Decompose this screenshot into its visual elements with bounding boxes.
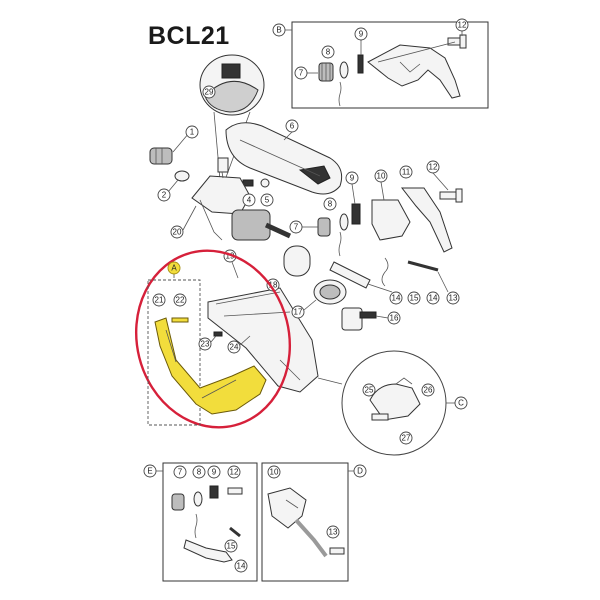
callout-label: 14	[392, 294, 401, 303]
callout-label: 18	[269, 281, 278, 290]
callout-label: 24	[230, 343, 239, 352]
barrel-part	[283, 245, 311, 277]
callout-label: 13	[329, 528, 338, 537]
zoom-bubble-29: 29	[199, 54, 265, 181]
callout-label: 20	[173, 228, 182, 237]
panel-b-callouts: 7 8 9 12	[294, 18, 469, 80]
callout-label: 27	[402, 434, 411, 443]
highlight-ring	[134, 249, 292, 429]
callout-label: 23	[201, 340, 210, 349]
panel-b-box	[291, 21, 489, 109]
clamp-part	[191, 175, 251, 215]
callout-label: 12	[458, 21, 467, 30]
washer-part	[339, 61, 349, 79]
callout-label: 8	[326, 48, 331, 57]
page-title: BCL21	[148, 22, 230, 50]
callout-label: 10	[377, 172, 386, 181]
highlight-group-a: A 21 22 23 24	[134, 249, 292, 429]
callout-label: 7	[178, 468, 183, 477]
callout-label: 26	[424, 386, 433, 395]
callout-label: 13	[449, 294, 458, 303]
callout-label: 19	[226, 252, 235, 261]
callout-label: 21	[155, 296, 164, 305]
callout-label: 6	[290, 122, 295, 131]
spring-part	[357, 54, 364, 74]
panel-c-letter: C	[458, 399, 464, 408]
callout-label: 22	[176, 296, 185, 305]
callout-label: 15	[227, 542, 236, 551]
housing-part	[207, 287, 319, 393]
callout-label: 1	[190, 128, 195, 137]
callout-label: 14	[237, 562, 246, 571]
callout-label: 17	[294, 308, 303, 317]
callout-label: 29	[205, 88, 214, 97]
callout-label: 7	[294, 223, 299, 232]
panel-b-letter: B	[276, 26, 281, 35]
callout-label: 4	[247, 196, 252, 205]
panel-d-letter: D	[357, 467, 363, 476]
callout-label: 8	[328, 200, 333, 209]
callout-label: 11	[402, 168, 411, 177]
callout-circle	[294, 66, 308, 80]
main-assembly	[149, 122, 463, 393]
panel-d: D 10 13	[261, 462, 367, 582]
panel-e: E 7 8 9 12 14 15	[143, 462, 258, 582]
panel-a-letter: A	[171, 264, 177, 273]
callout-label: 9	[359, 30, 364, 39]
callout-label: 8	[197, 468, 202, 477]
callout-label: 9	[212, 468, 217, 477]
callout-label: 7	[299, 69, 304, 78]
panel-b-parts	[318, 34, 467, 107]
callout-label: 10	[270, 468, 279, 477]
panel-c: 25 26 27 C	[317, 350, 468, 456]
callout-label: 5	[265, 196, 270, 205]
callout-label: 16	[390, 314, 399, 323]
bolt-part	[149, 147, 173, 165]
highlighted-part	[154, 317, 267, 415]
callout-label: 9	[350, 174, 355, 183]
callout-label: 15	[410, 294, 419, 303]
callout-label: 12	[230, 468, 239, 477]
callout-label: 2	[162, 191, 167, 200]
panel-a-badge	[167, 261, 181, 275]
callout-label: 14	[429, 294, 438, 303]
lever-part	[400, 187, 453, 253]
main-callouts: 1 2 4 5 6 7 8 9 10 11 12 13 14 14 15 16	[157, 119, 460, 325]
callout-label: 12	[429, 163, 438, 172]
panel-e-letter: E	[147, 467, 152, 476]
callout-label: 25	[365, 386, 374, 395]
